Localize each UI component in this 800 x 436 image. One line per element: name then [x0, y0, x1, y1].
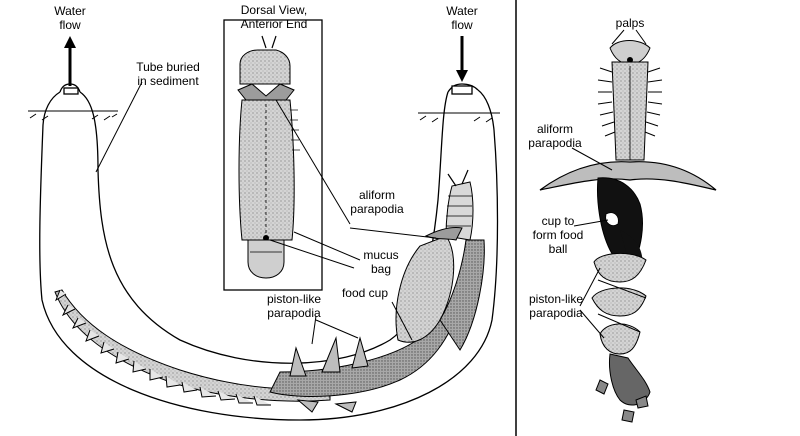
dorsal-view-worm	[237, 35, 300, 279]
label-food-cup: food cup	[341, 286, 389, 300]
label-piston-like-left: piston-like parapodia	[266, 292, 322, 320]
arrow-down-icon	[456, 36, 468, 82]
leader-lines-right	[571, 29, 647, 339]
arrow-up-icon	[64, 36, 76, 86]
label-aliform-parapodia-left: aliform parapodia	[350, 188, 404, 216]
sediment-surface-left	[28, 110, 118, 121]
label-piston-like-right: piston-like parapodia	[528, 292, 584, 320]
label-aliform-parapodia-right: aliform parapodia	[528, 122, 582, 150]
leader-lines-left	[95, 81, 437, 345]
label-cup-food-ball: cup to form food ball	[532, 214, 584, 256]
sediment-surface-right	[418, 112, 500, 123]
u-tube	[39, 83, 499, 421]
label-tube-buried: Tube buried in sediment	[136, 60, 200, 88]
label-water-flow-left: Water flow	[54, 4, 86, 32]
specimen-right	[539, 40, 717, 423]
label-palps: palps	[615, 16, 645, 30]
label-water-flow-right: Water flow	[446, 4, 478, 32]
worm-anterior-right	[395, 169, 485, 351]
label-mucus-bag: mucus bag	[363, 248, 399, 276]
label-dorsal-view: Dorsal View, Anterior End	[240, 3, 308, 31]
